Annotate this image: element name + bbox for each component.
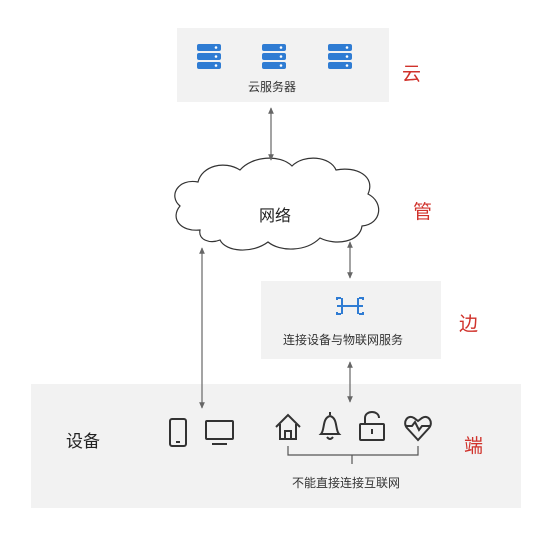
server-icon	[328, 44, 352, 69]
monitor-icon	[205, 420, 234, 445]
server-icon	[262, 44, 286, 69]
device-label: 设备	[66, 432, 100, 452]
network-cloud-shape	[174, 157, 380, 251]
phone-icon	[169, 418, 187, 447]
indirect-caption: 不能直接连接互联网	[292, 476, 401, 490]
edge-service-label: 连接设备与物联网服务	[283, 333, 404, 347]
bell-icon	[318, 412, 342, 440]
layer-label-end: 端	[464, 435, 484, 457]
cloud-server-label: 云服务器	[248, 80, 297, 94]
edge-service-panel	[261, 281, 441, 359]
layer-label-edge: 边	[459, 313, 479, 335]
indirect-devices-bracket	[287, 446, 419, 464]
network-label: 网络	[259, 206, 292, 225]
layer-label-pipe: 管	[413, 201, 433, 223]
iot-connect-icon	[336, 297, 364, 315]
layer-label-cloud: 云	[402, 63, 422, 85]
server-icon	[197, 44, 221, 69]
lock-icon	[359, 411, 385, 441]
home-icon	[275, 413, 301, 440]
heart-icon	[404, 416, 432, 442]
device-panel	[31, 384, 521, 508]
